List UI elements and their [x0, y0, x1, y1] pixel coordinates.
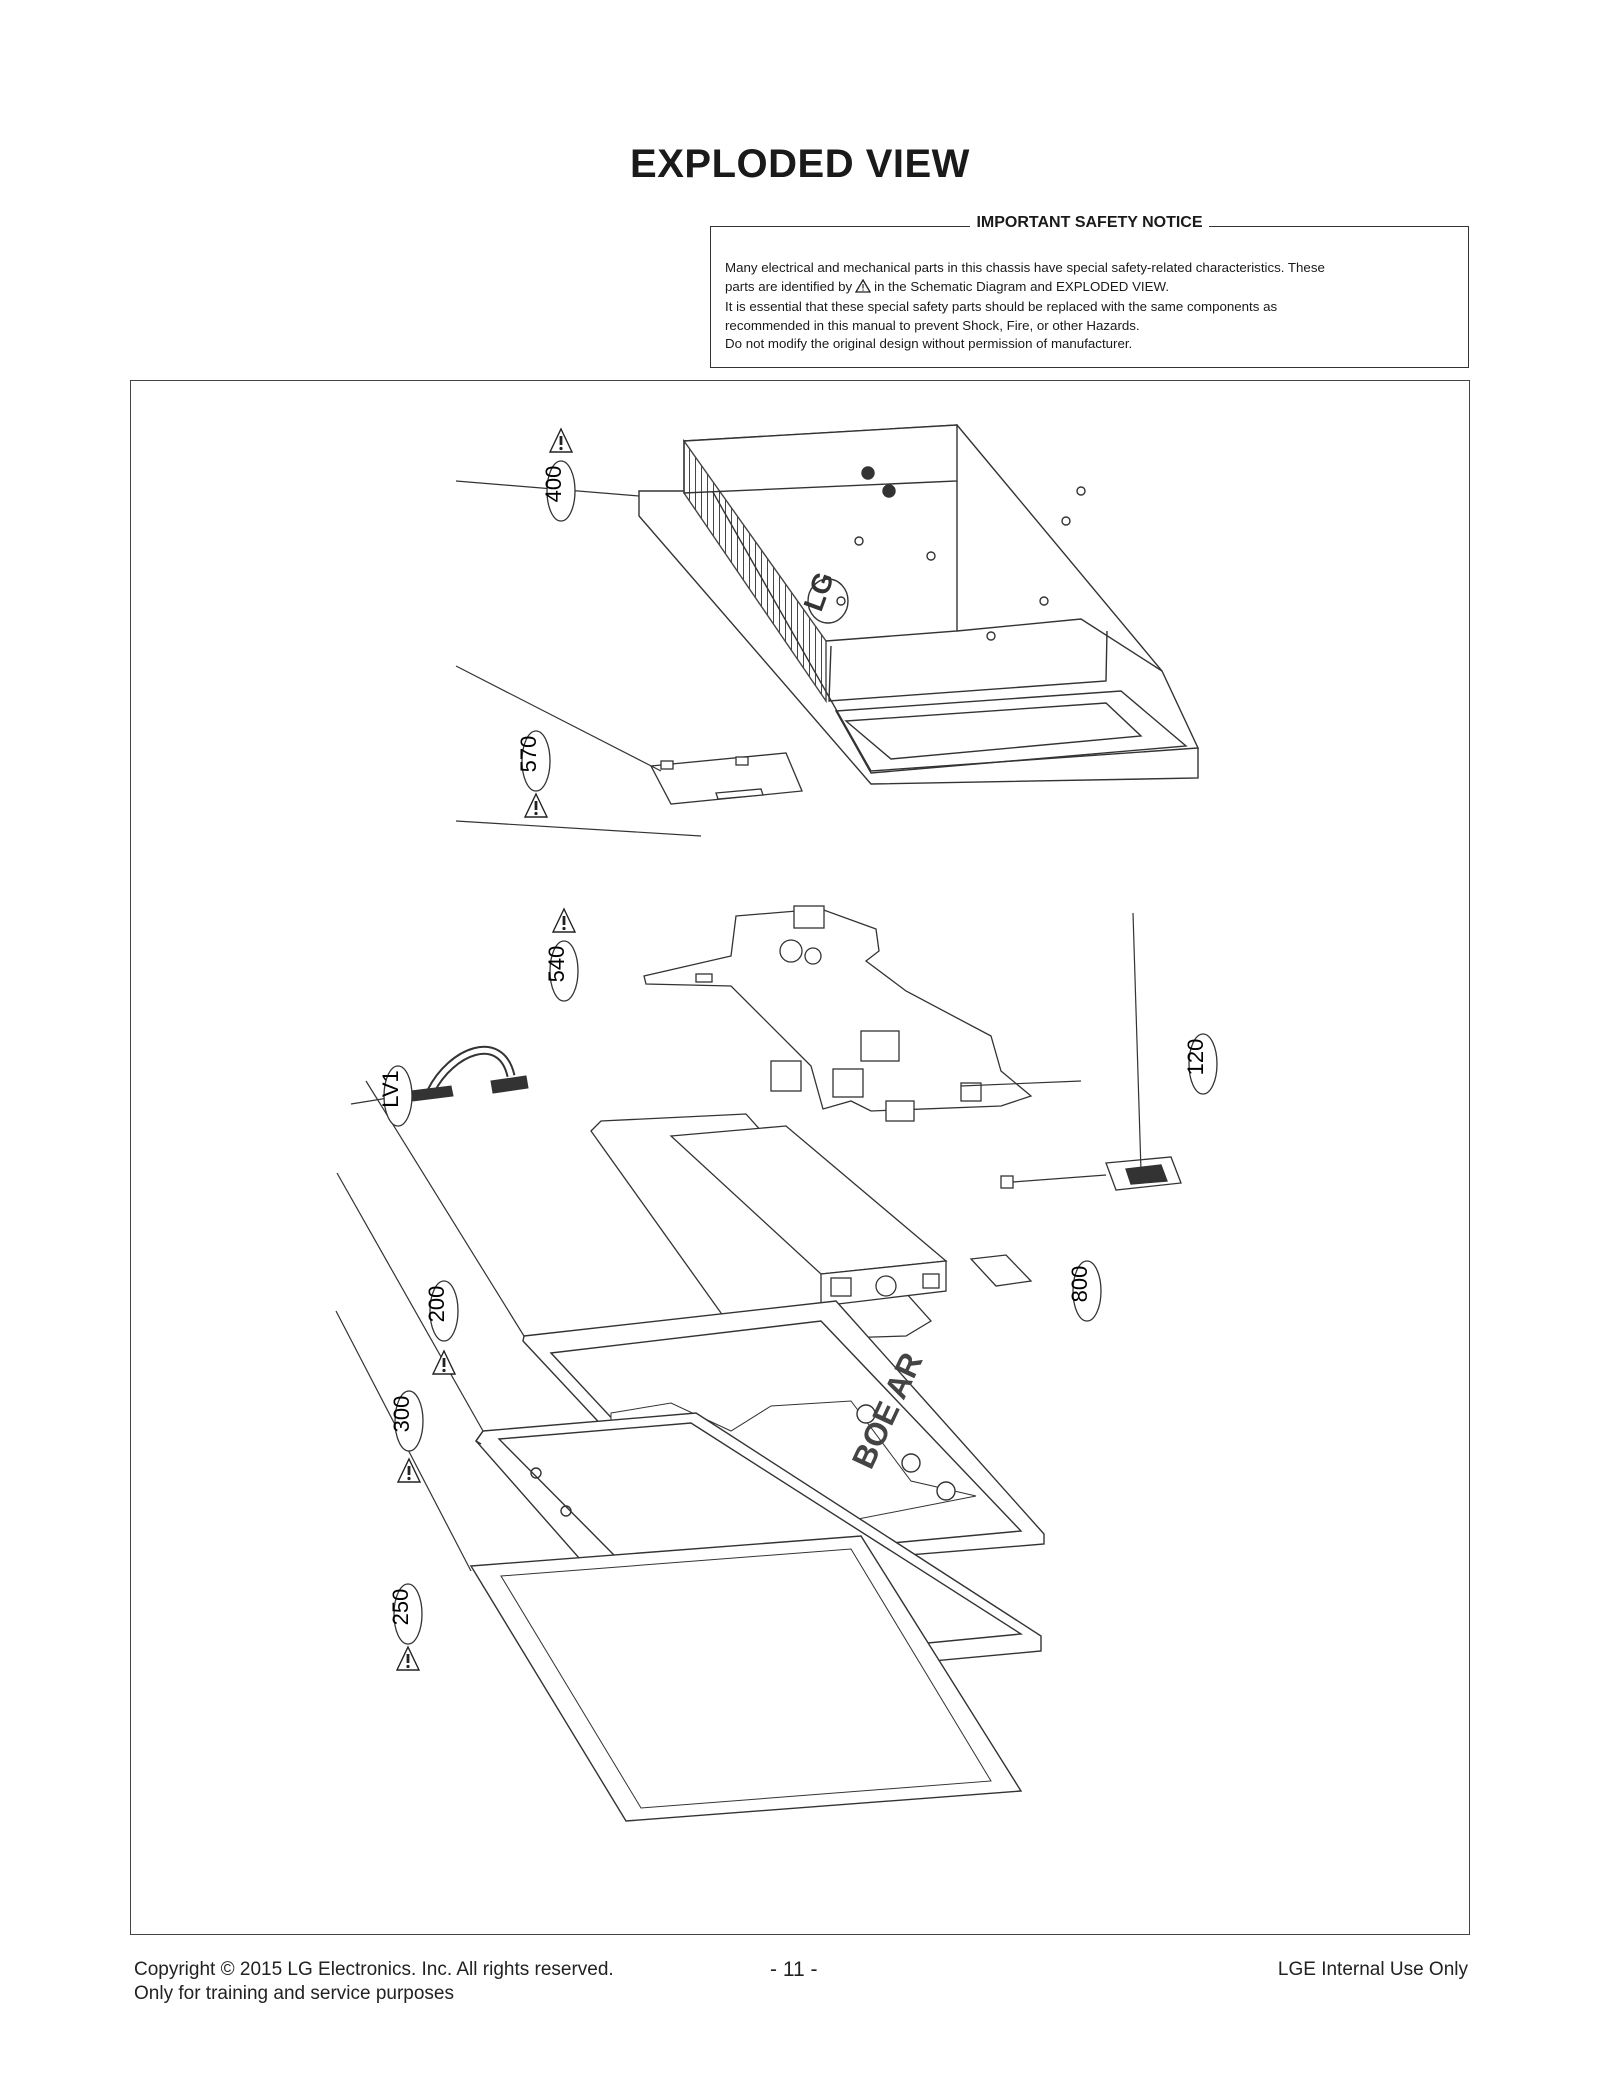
notice-line-4: recommended in this manual to prevent Sh…: [725, 317, 1140, 333]
callout-800-label: 800: [1067, 1266, 1092, 1303]
callout-120-label: 120: [1183, 1039, 1208, 1076]
warning-triangle-icon: [855, 278, 872, 299]
callout-400-label: 400: [541, 466, 566, 503]
callout-570-label: 570: [516, 736, 541, 773]
footer-purpose: Only for training and service purposes: [134, 1983, 454, 2004]
page-number: - 11 -: [770, 1958, 818, 1981]
footer-copyright: Copyright © 2015 LG Electronics. Inc. Al…: [134, 1959, 614, 1980]
callout-200-label: 200: [424, 1286, 449, 1323]
callout-lv1-label: LV1: [378, 1070, 403, 1108]
back-cover-drawing: [638, 424, 1200, 785]
callout-300-label: 300: [389, 1396, 414, 1433]
front-glass-250-drawing: [469, 1535, 1023, 1822]
exploded-view-drawing: LG: [335, 424, 1218, 1822]
notice-line-5: Do not modify the original design withou…: [725, 336, 1133, 352]
exploded-view-frame: LG: [130, 380, 1470, 1935]
safety-notice-box: IMPORTANT SAFETY NOTICE Many electrical …: [710, 214, 1469, 368]
warning-triangle-icon: [396, 1646, 420, 1671]
footer-internal-use: LGE Internal Use Only: [1277, 1959, 1468, 1980]
safety-notice-text: Many electrical and mechanical parts in …: [725, 259, 1454, 354]
page-title: EXPLODED VIEW: [630, 142, 970, 186]
notice-line-3: It is essential that these special safet…: [725, 299, 1278, 315]
footer-left: Copyright © 2015 LG Electronics. Inc. Al…: [134, 1958, 614, 2006]
callout-400: [549, 428, 573, 453]
notice-line-1: Many electrical and mechanical parts in …: [725, 260, 1325, 275]
main-board-540-drawing: [643, 905, 1033, 1122]
callout-250-label: 250: [388, 1589, 413, 1626]
callout-540-label: 540: [544, 946, 569, 983]
shield-case-800-drawing: [590, 1113, 1033, 1342]
warning-triangle-icon: [432, 1350, 456, 1375]
button-board-120-drawing: [1000, 1156, 1182, 1191]
lvds-cable-lv1-drawing: [410, 1045, 529, 1102]
warning-triangle-icon: [549, 428, 573, 453]
warning-triangle-icon: [552, 908, 576, 933]
board-570-drawing: [649, 752, 803, 805]
warning-triangle-icon: [524, 793, 548, 818]
warning-triangle-icon: [397, 1458, 421, 1483]
safety-notice-heading: IMPORTANT SAFETY NOTICE: [970, 214, 1209, 231]
